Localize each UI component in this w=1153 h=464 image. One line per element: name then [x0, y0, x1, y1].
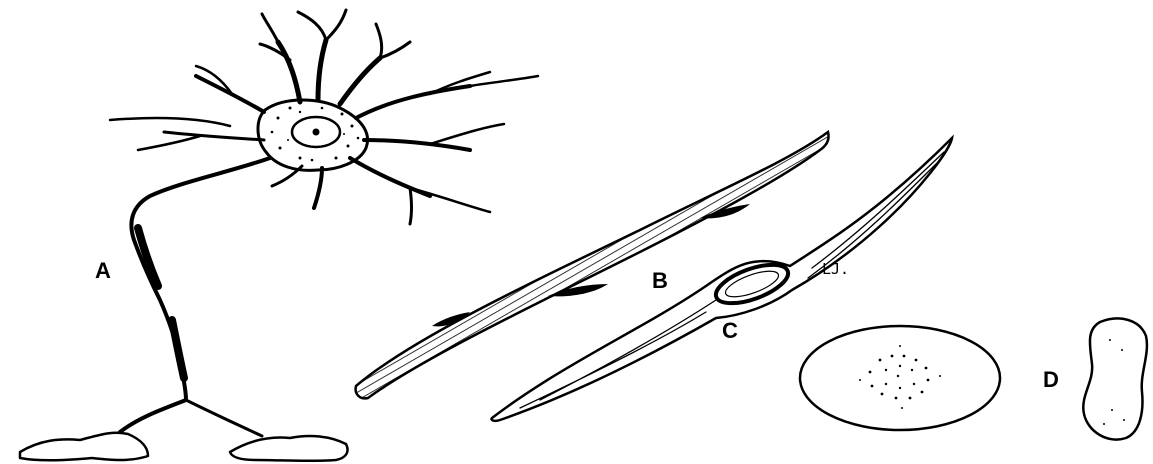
neuron-axon-branch-left: [120, 400, 186, 432]
rbc-side-view: [1083, 318, 1147, 439]
neuron-end-plate-left: [20, 433, 148, 461]
neuron-axon-branch-right: [186, 400, 262, 436]
red-blood-cells-d: [800, 318, 1147, 439]
label-a: A: [95, 260, 111, 282]
label-d: D: [1043, 369, 1059, 391]
artist-signature: LJ.: [822, 262, 849, 277]
neuron-a: [20, 10, 538, 461]
neuron-nucleolus: [313, 129, 319, 135]
label-b: B: [652, 270, 668, 292]
neuron-end-plate-right: [230, 436, 348, 461]
rbc-face-view: [800, 326, 1000, 430]
label-c: C: [722, 320, 738, 342]
